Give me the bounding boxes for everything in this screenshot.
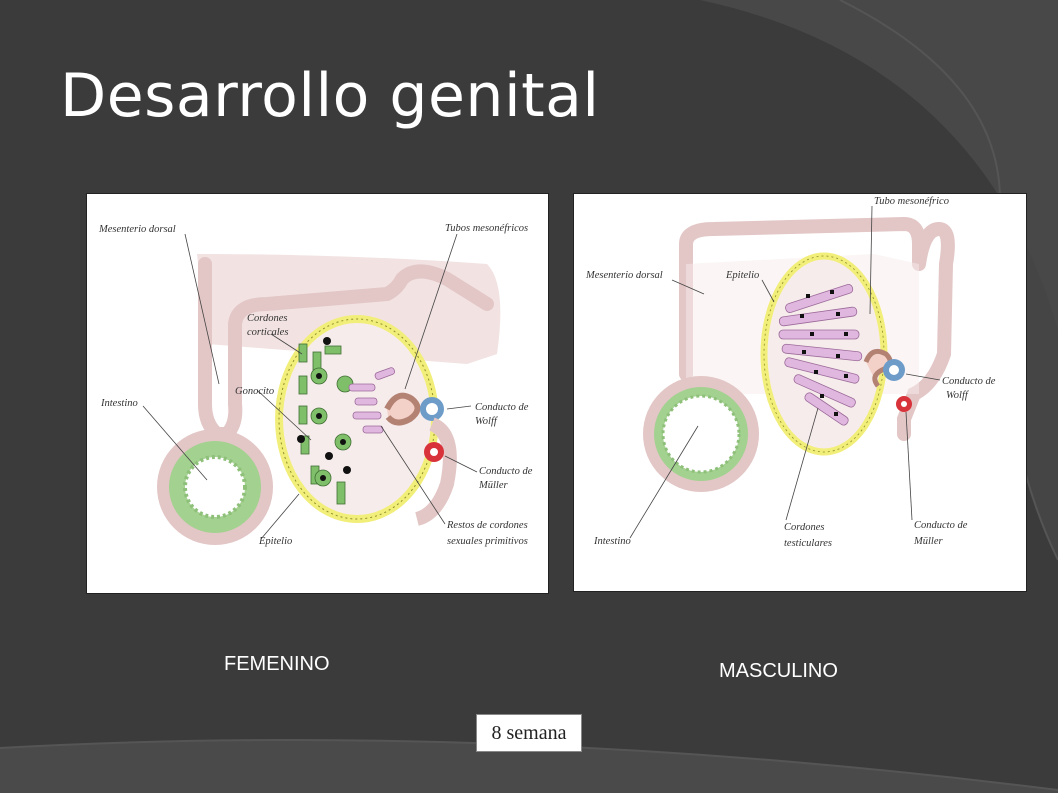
label-restos-2: sexuales primitivos — [447, 536, 528, 547]
label-epitelio: Epitelio — [258, 536, 292, 547]
label-mesenterio-dorsal: Mesenterio dorsal — [585, 270, 663, 281]
male-wolff-duct — [883, 359, 905, 381]
label-cordones: Cordones — [247, 313, 287, 324]
label-conducto-wolff-1: Conducto de — [942, 376, 996, 387]
male-intestine — [643, 376, 759, 492]
female-mesonephric-tubules — [348, 367, 395, 434]
label-conducto-wolff-2: Wolff — [946, 390, 970, 401]
male-leader-lines — [629, 205, 941, 539]
female-cortical-cords — [298, 343, 354, 505]
male-mesentery — [679, 216, 955, 441]
male-muller-duct — [896, 396, 912, 412]
male-testicular-cords — [778, 284, 863, 426]
caption-masculino: MASCULINO — [719, 660, 838, 682]
female-mesonephric-coil — [384, 392, 421, 426]
label-restos-1: Restos de cordones — [446, 520, 528, 531]
label-testiculares: testiculares — [784, 538, 832, 549]
label-conducto-muller-2: Müller — [478, 480, 508, 491]
male-diagram-panel: Tubo mesonéfrico Mesenterio dorsal Epite… — [573, 193, 1027, 592]
female-intestine — [157, 429, 273, 545]
label-cordones: Cordones — [784, 522, 824, 533]
label-epitelio: Epitelio — [725, 270, 759, 281]
label-conducto-muller-2: Müller — [913, 536, 943, 547]
male-diagram: Tubo mesonéfrico Mesenterio dorsal Epite… — [585, 196, 996, 549]
label-conducto-wolff-1: Conducto de — [475, 402, 529, 413]
female-diagram-panel: Mesenterio dorsal Tubos mesonéfricos Cor… — [86, 193, 549, 594]
label-conducto-muller-1: Conducto de — [914, 520, 968, 531]
label-intestino: Intestino — [100, 398, 138, 409]
label-mesenterio-dorsal: Mesenterio dorsal — [98, 224, 176, 235]
label-intestino: Intestino — [593, 536, 631, 547]
label-tubo-mesonefrico: Tubo mesonéfrico — [874, 196, 949, 207]
week-label-box: 8 semana — [476, 714, 582, 752]
female-muller-duct — [414, 417, 457, 526]
label-tubos-mesonefricos: Tubos mesonéfricos — [445, 223, 528, 234]
label-conducto-muller-1: Conducto de — [479, 466, 533, 477]
caption-femenino: FEMENINO — [224, 653, 330, 675]
slide-title: Desarrollo genital — [60, 61, 600, 131]
female-wolff-duct — [420, 397, 444, 421]
label-corticales: corticales — [247, 327, 288, 338]
female-diagram: Mesenterio dorsal Tubos mesonéfricos Cor… — [98, 223, 533, 547]
label-conducto-wolff-2: Wolff — [475, 416, 499, 427]
female-leader-lines — [142, 233, 478, 540]
label-gonocito: Gonocito — [235, 386, 274, 397]
male-germ-cells — [800, 290, 848, 416]
female-gonocytes — [297, 337, 351, 481]
